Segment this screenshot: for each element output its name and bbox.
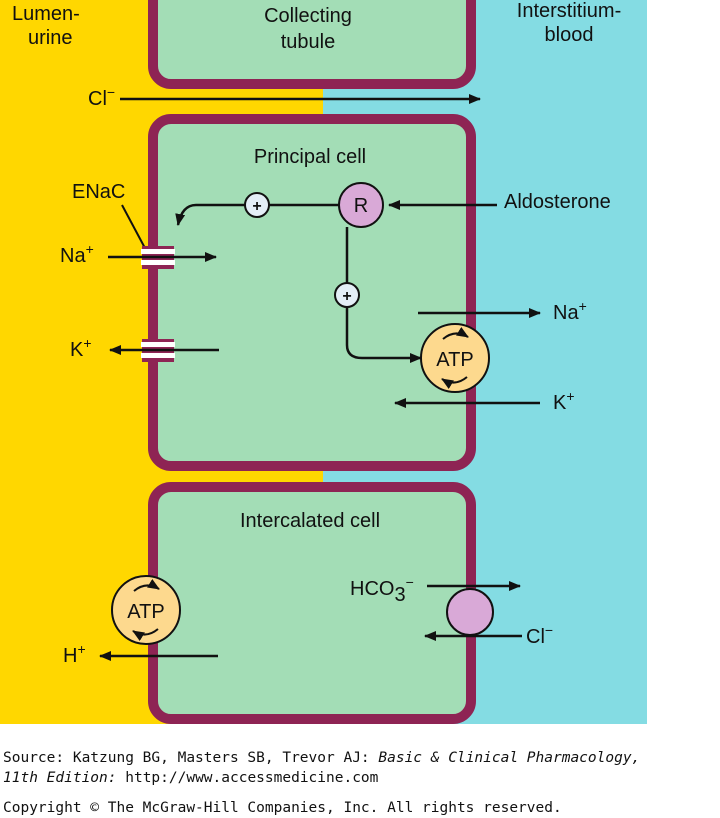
caption-copyright: Copyright © The McGraw-Hill Companies, I… [3,800,562,816]
lumen-label-line2: urine [28,27,72,49]
cl-top-label: Cl− [88,84,115,110]
atp-intercalated-label: ATP [127,601,164,623]
plus-sign-enac: + [252,198,261,215]
plus-circle-atpase [334,282,360,308]
na-blood-charge: + [579,298,587,314]
principal-cell-label: Principal cell [254,146,366,168]
intercalated-cell-label: Intercalated cell [240,510,380,532]
tubule-label-line1: Collecting [264,5,352,27]
na-lumen-charge: + [86,241,94,257]
collecting-tubule-diagram: Collecting tubule Lumen- urine Interstit… [0,0,647,724]
plus-sign-atpase: + [342,288,351,305]
copyright-caption: Copyright © The McGraw-Hill Companies, I… [3,798,562,818]
interstitium-label-line1: Interstitium- [517,0,621,22]
edition-caption: 11th Edition: http://www.accessmedicine.… [3,768,378,788]
enac-pointer [121,204,147,251]
cl-top-charge: − [107,84,115,100]
plus-circle-enac [244,192,270,218]
enac-label: ENaC [72,181,125,203]
receptor-label: R [354,195,368,217]
atp-principal-label: ATP [436,349,473,371]
interstitium-label-line2: blood [545,24,594,46]
tubule-cell [148,0,476,89]
principal-cell [148,114,476,471]
tubule-label-line2: tubule [281,31,336,53]
na-blood-label: Na+ [553,298,587,324]
h-atpase-pump [111,575,181,645]
cl-blood-charge: − [545,622,553,638]
anion-exchanger [446,588,494,636]
k-lumen-charge: + [83,335,91,351]
cl-blood-label: Cl− [526,622,553,648]
hco3-charge: − [406,574,414,590]
hco3-label: HCO3− [350,574,414,606]
receptor-circle [338,182,384,228]
k-blood-charge: + [566,388,574,404]
caption-url[interactable]: http://www.accessmedicine.com [116,770,379,786]
h-lumen-label: H+ [63,641,86,667]
caption-edition: 11th Edition: [3,770,117,786]
caption-book-title: Basic & Clinical Pharmacology, [378,750,641,766]
k-lumen-label: K+ [70,335,92,361]
receptor-to-enac-arrow [175,203,340,226]
lumen-label-line1: Lumen- [12,3,80,25]
h-lumen-charge: + [77,641,85,657]
caption-source-prefix: Source: Katzung BG, Masters SB, Trevor A… [3,750,379,766]
receptor-to-atpase-arrow [345,227,422,363]
k-blood-label: K+ [553,388,575,414]
aldosterone-label: Aldosterone [504,191,611,213]
source-caption: Source: Katzung BG, Masters SB, Trevor A… [3,748,640,768]
na-k-atpase-pump [420,323,490,393]
na-lumen-label: Na+ [60,241,94,267]
hco3-subscript: 3 [394,584,405,606]
